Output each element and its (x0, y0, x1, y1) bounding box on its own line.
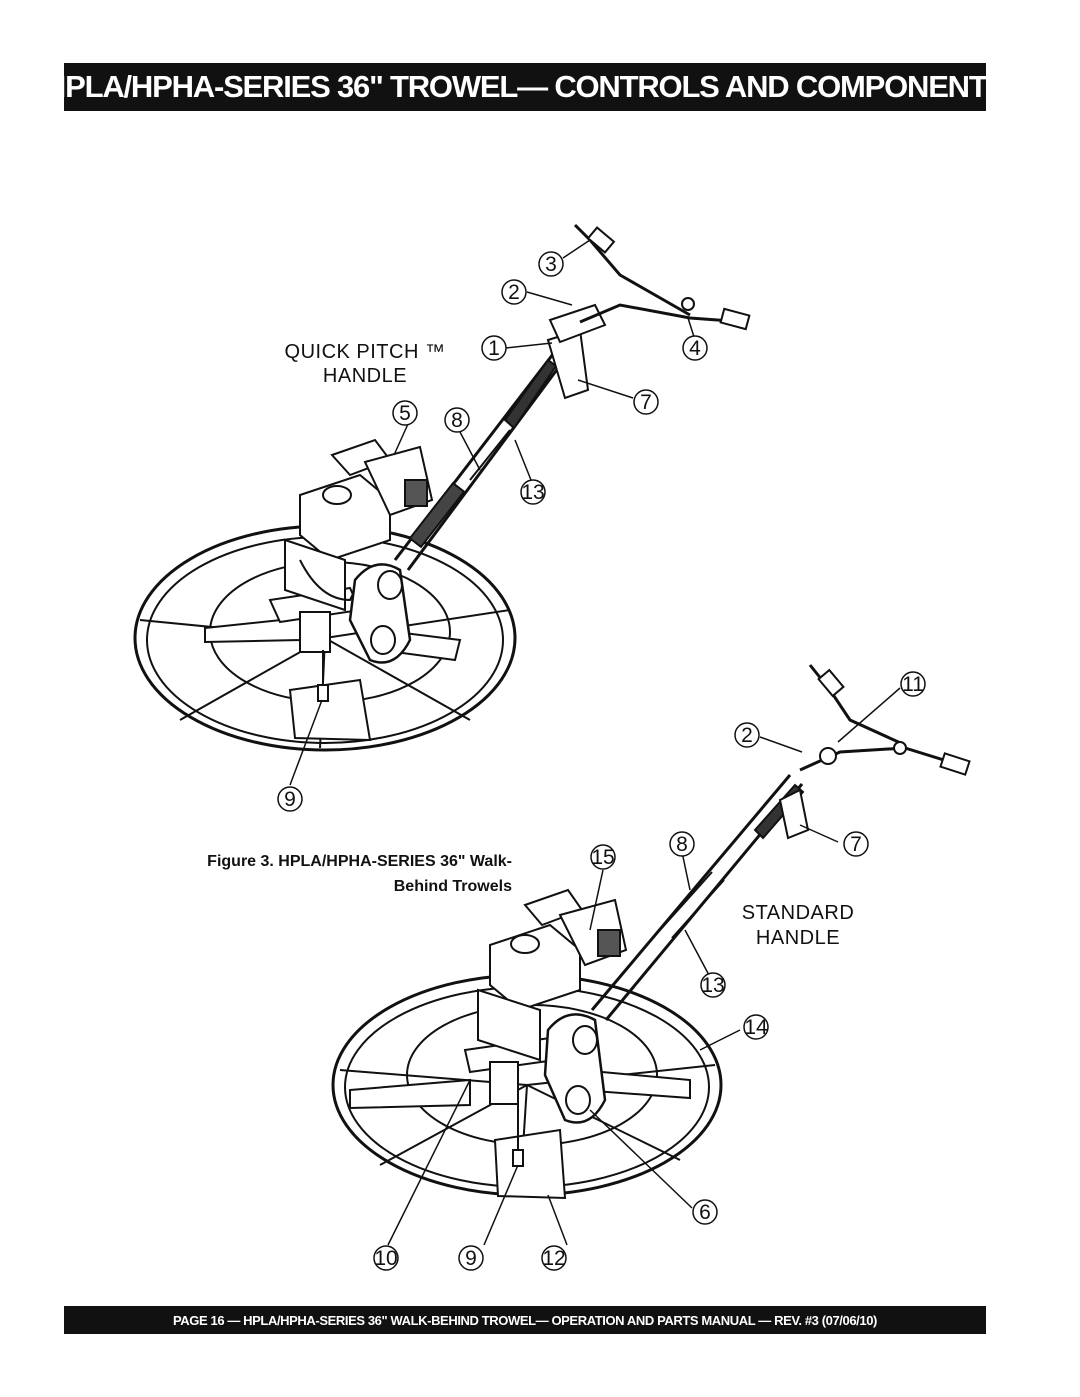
callout-number: 13 (521, 481, 544, 504)
callout-number: 9 (284, 788, 296, 811)
callout-number: 15 (591, 846, 614, 869)
caption-line1: Figure 3. HPLA/HPHA-SERIES 36" Walk- (207, 853, 512, 870)
callout-number: 8 (451, 409, 463, 432)
callout-number: 14 (744, 1016, 768, 1039)
footer-text: PAGE 16 — HPLA/HPHA-SERIES 36" WALK-BEHI… (173, 1312, 877, 1328)
callout-number: 11 (902, 673, 924, 696)
callout-number: 7 (850, 833, 862, 856)
callout-number: 12 (542, 1247, 565, 1270)
callout-number: 1 (488, 337, 500, 360)
callout-number: 7 (640, 391, 652, 414)
callout-number: 5 (399, 402, 411, 425)
page-header-bar: HPLA/HPHA-SERIES 36" TROWEL— CONTROLS AN… (44, 63, 1007, 111)
caption-line2: Behind Trowels (393, 878, 512, 895)
standard-label-line1: STANDARD (742, 902, 855, 924)
callout-number: 13 (701, 974, 724, 997)
callout-number: 3 (545, 253, 557, 276)
callout-number: 2 (508, 281, 520, 304)
callout-number: 9 (465, 1247, 477, 1270)
quick-pitch-label-line2: HANDLE (323, 365, 407, 387)
figure-caption: Figure 3. HPLA/HPHA-SERIES 36" Walk- Beh… (120, 849, 512, 899)
quick-pitch-trowel-drawing (133, 223, 751, 752)
callout-number: 4 (689, 337, 701, 360)
leader-lines (289, 239, 901, 1246)
callout-number: 6 (699, 1201, 711, 1224)
quick-pitch-label-line1: QUICK PITCH ™ (285, 341, 446, 363)
page-footer-bar: PAGE 16 — HPLA/HPHA-SERIES 36" WALK-BEHI… (64, 1306, 986, 1334)
page-title: HPLA/HPHA-SERIES 36" TROWEL— CONTROLS AN… (43, 69, 1007, 104)
callout-number: 2 (741, 724, 753, 747)
standard-label-line2: HANDLE (756, 927, 840, 949)
callout-number: 10 (374, 1247, 397, 1270)
standard-trowel-drawing (331, 664, 971, 1200)
callout-number: 8 (676, 833, 688, 856)
